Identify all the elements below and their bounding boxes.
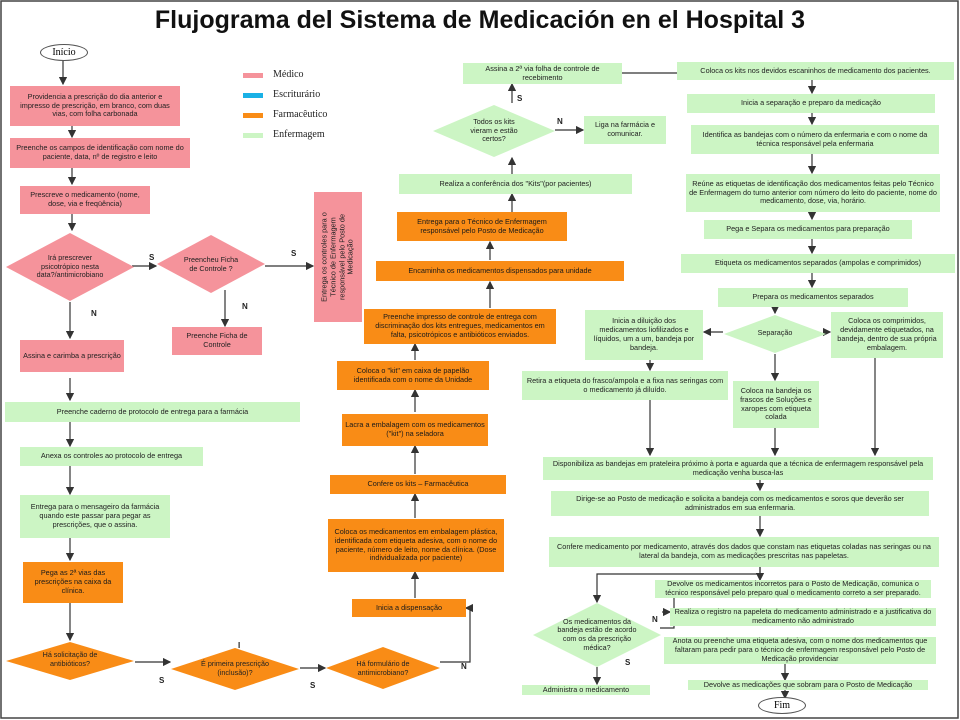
step-record-administration: Realiza o registro na papeleta do medica… [670, 608, 936, 626]
decision-tray-matches-text: Os medicamentos da bandeja estão de acor… [557, 616, 637, 652]
step-start-separation: Inicia a separação e preparo da medicaçã… [687, 94, 935, 113]
decision-psychotropic-diamond [6, 233, 134, 301]
step-place-kits: Coloca os kits nos devidos escaninhos de… [677, 62, 954, 80]
step-pick-separate: Pega e Separa os medicamentos para prepa… [704, 220, 912, 239]
step-return-leftovers: Devolve as medicações que sobram para o … [688, 680, 928, 690]
decision-first-prescription-text: É primeira prescrição (inclusão)? [201, 659, 269, 677]
step-label-separated: Etiqueta os medicamentos separados (ampo… [681, 254, 955, 273]
step-check-kits: Confere os kits – Farmacêutica [330, 475, 506, 494]
legend-swatch-medico [243, 73, 263, 78]
step-sign-receipt: Assina a 2ª via folha de controle de rec… [463, 63, 622, 84]
legend-label-medico: Médico [273, 69, 304, 80]
label-marker: I [238, 641, 241, 650]
decision-psychotropic-text: Irá prescrever psicotrópico nesta data?/… [36, 253, 104, 280]
decision-first-prescription-diamond [171, 648, 299, 690]
step-deliver-controls-text: Entrega os controles para o Técnico de E… [319, 212, 355, 302]
step-sign-stamp: Assina e carimba a prescrição [20, 340, 124, 372]
label-yes-psychotropic: S [149, 253, 155, 262]
step-attach-controls: Anexa os controles ao protocolo de entre… [20, 447, 203, 466]
step-prescribe-medication: Prescreve o medicamento (nome, dose, via… [20, 186, 150, 214]
legend-label-enfermagem: Enfermagem [273, 129, 325, 140]
decision-control-sheet-diamond [157, 235, 265, 293]
step-check-kits-patients: Realiza a conferência dos "Kits"(por pac… [399, 174, 632, 194]
step-dilute: Inicia a diluição dos medicamentos liofi… [585, 310, 703, 360]
decision-tray-matches-diamond [533, 603, 661, 667]
decision-separation-diamond [724, 315, 826, 353]
step-package-medication: Coloca os medicamentos em embalagem plás… [328, 519, 504, 572]
decision-antimicrobial-form-diamond [326, 647, 440, 689]
label-no-kits: N [557, 117, 563, 126]
step-place-tablets: Coloca os comprimidos, devidamente etiqu… [831, 312, 943, 358]
label-yes-first-prescription: S [310, 681, 316, 690]
label-yes-tray: S [625, 658, 631, 667]
step-shelf-trays: Disponibiliza as bandejas em prateleira … [543, 457, 933, 480]
step-prepare-separated: Prepara os medicamentos separados [718, 288, 908, 307]
legend-swatch-farmaceutico [243, 113, 263, 118]
decision-separation-text: Separação [757, 327, 793, 337]
legend-swatch-enfermagem [243, 133, 263, 138]
label-no-antimicrobial: N [461, 662, 467, 671]
decision-kits-ok-text: Todos os kits vieram e estão certos? [470, 117, 518, 144]
step-identify-trays: Identifica as bandejas com o número da e… [691, 125, 939, 154]
step-deliver-technician: Entrega para o Técnico de Enfermagem res… [397, 212, 567, 241]
decision-antibiotics-text: Há solicitação de antibióticos? [42, 650, 98, 668]
legend-swatch-escriturario [243, 93, 263, 98]
step-provide-prescription: Providencia a prescrição do dia anterior… [10, 86, 180, 126]
step-deliver-messenger: Entrega para o mensageiro da farmácia qu… [20, 495, 170, 538]
page-title: Flujograma del Sistema de Medicación en … [154, 6, 806, 34]
legend-label-escriturario: Escriturário [273, 89, 321, 100]
label-yes-antibiotics: S [159, 676, 165, 685]
step-return-incorrect: Devolve os medicamentos incorretos para … [655, 580, 931, 598]
step-verify-medication: Confere medicamento por medicamento, atr… [549, 537, 939, 567]
step-deliver-controls: Entrega os controles para o Técnico de E… [314, 192, 362, 322]
legend-label-farmaceutico: Farmacêutico [273, 109, 328, 120]
step-request-tray: Dirige-se ao Posto de medicação e solici… [551, 491, 929, 516]
end-terminal: Fim [758, 697, 806, 714]
step-note-missing: Anota ou preenche uma etiqueta adesiva, … [664, 637, 936, 664]
step-send-to-unit: Encaminha os medicamentos dispensados pa… [376, 261, 624, 281]
step-gather-labels: Reúne as etiquetas de identificação dos … [686, 174, 940, 212]
step-move-label: Retira a etiqueta do frasco/ampola e a f… [522, 371, 728, 400]
step-solutions-syrups: Coloca na bandeja os frascos de Soluções… [733, 381, 819, 428]
label-no-control-sheet: N [242, 302, 248, 311]
step-call-pharmacy: Liga na farmácia e comunicar. [584, 116, 666, 144]
decision-antimicrobial-form-text: Há formulário de antimicrobiano? [356, 659, 410, 677]
step-fill-control-sheet: Preenche Ficha de Controle [172, 327, 262, 355]
step-seal-kit: Lacra a embalagem com os medicamentos ("… [342, 414, 488, 446]
step-box-kit: Coloca o "kit" em caixa de papelão ident… [337, 361, 489, 390]
decision-kits-ok-diamond [433, 105, 555, 157]
step-administer: Administra o medicamento [522, 685, 650, 695]
step-fill-identification: Preenche os campos de identificação com … [10, 138, 190, 168]
label-yes-control-sheet: S [291, 249, 297, 258]
label-no-tray: N [652, 615, 658, 624]
decision-control-sheet-text: Preencheu Ficha de Controle ? [183, 255, 239, 273]
step-fill-delivery-control: Preenche impresso de controle de entrega… [364, 309, 556, 344]
decision-antibiotics-diamond [6, 642, 134, 680]
step-get-second-copies: Pega as 2ª vias das prescrições na caixa… [23, 562, 123, 603]
step-fill-protocol-book: Preenche caderno de protocolo de entrega… [5, 402, 300, 422]
label-no-psychotropic: N [91, 309, 97, 318]
start-terminal: Início [40, 44, 88, 61]
label-yes-kits: S [517, 94, 523, 103]
step-start-dispensing: Inicia a dispensação [352, 599, 466, 617]
